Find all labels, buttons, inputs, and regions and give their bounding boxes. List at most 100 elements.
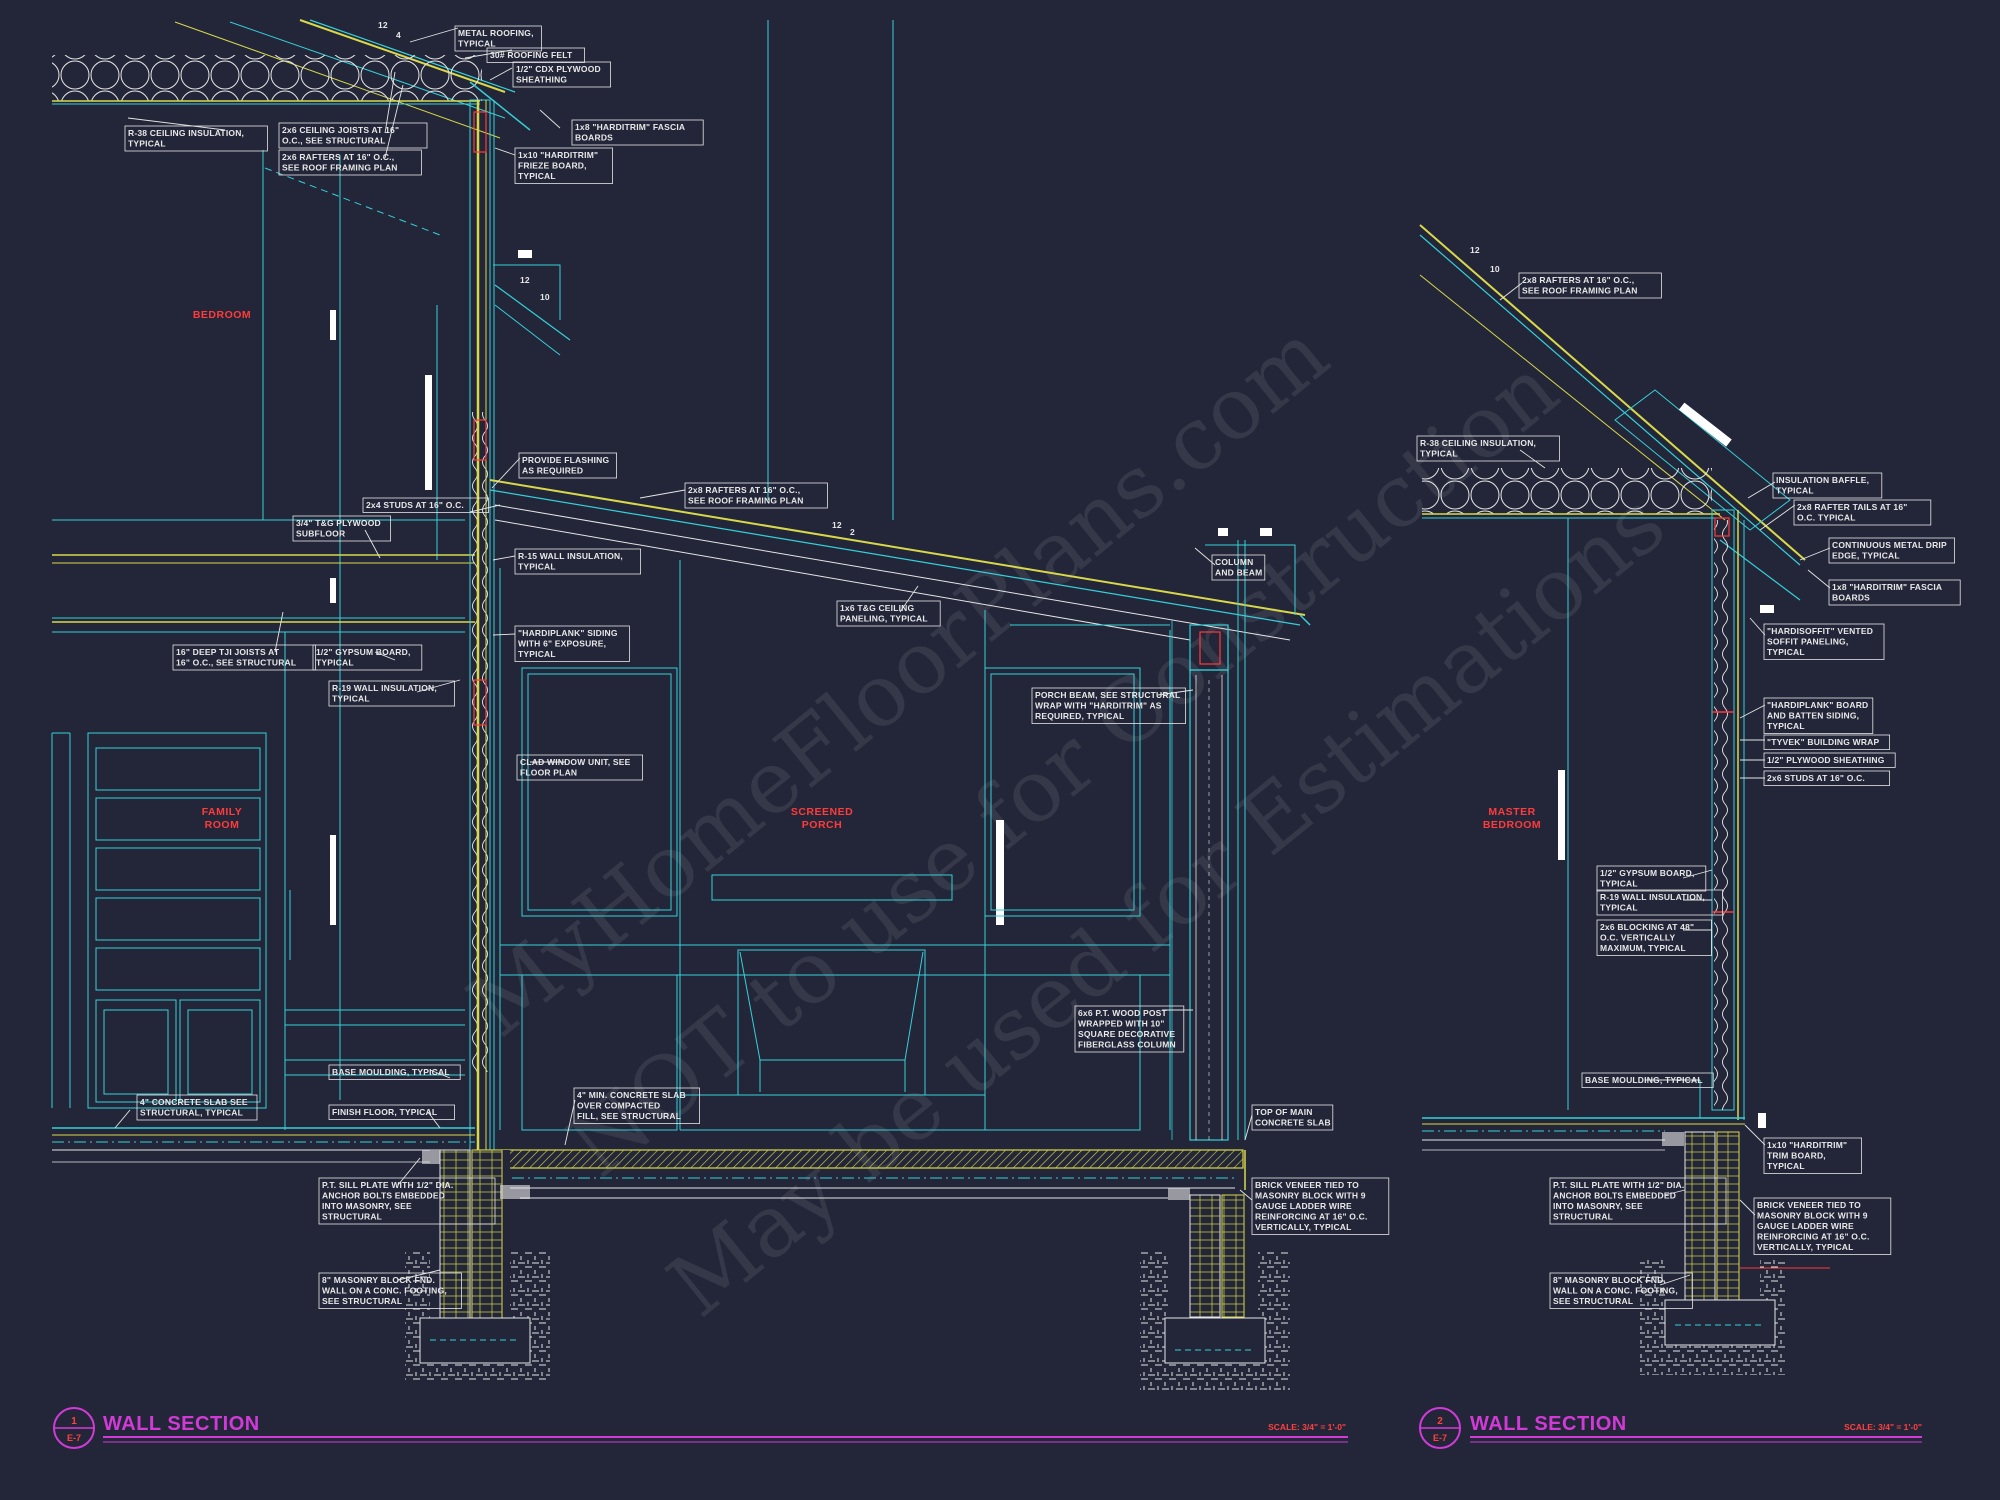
room-labels: BEDROOM FAMILY ROOM SCREENED PORCH MASTE…: [193, 309, 1541, 831]
section-1-note-masonry-block: 8" MASONRY BLOCK FND.WALL ON A CONC. FOO…: [318, 1272, 462, 1309]
note-text-line: 1x8 "HARDITRIM" FASCIA: [575, 122, 685, 132]
note-text-line: WITH 6" EXPOSURE,: [518, 639, 606, 649]
section-2-note-masonry-block: 8" MASONRY BLOCK FND.WALL ON A CONC. FOO…: [1549, 1272, 1693, 1309]
note-box: [512, 61, 611, 88]
note-text-line: AND BATTEN SIDING,: [1767, 711, 1859, 721]
note-box: [486, 47, 585, 63]
note-text-line: BASE MOULDING, TYPICAL: [332, 1067, 450, 1077]
note-text-line: TYPICAL: [1776, 486, 1814, 496]
note-box: [1211, 554, 1266, 581]
interior-walls: [52, 150, 465, 1130]
note-text-line: TYPICAL: [316, 658, 354, 668]
title-block-1: 1 E-7 WALL SECTION SCALE: 3/4" = 1'-0": [53, 1407, 1348, 1449]
note-text-line: O.C. VERTICALLY: [1600, 933, 1676, 943]
exterior-wall-1: [469, 99, 495, 1161]
note-text-line: METAL ROOFING,: [458, 28, 534, 38]
note-text-line: 2x6 BLOCKING AT 48": [1600, 922, 1694, 932]
section-1-note-roofing-felt: 30# ROOFING FELT: [486, 47, 585, 63]
section-2-note-plywood: 1/2" PLYWOOD SHEATHING: [1763, 752, 1896, 768]
section-2-note-baffle: INSULATION BAFFLE,TYPICAL: [1772, 472, 1883, 499]
porch-rise: 2: [850, 527, 855, 537]
note-box: [318, 1272, 462, 1309]
note-box: [1828, 579, 1961, 606]
section-2-note-r19: R-19 WALL INSULATION,TYPICAL: [1596, 889, 1723, 916]
slope-labels: 12 4 12 10 12 2 12 10: [378, 20, 1500, 537]
note-text-line: GAUGE LADDER WIRE: [1255, 1201, 1352, 1211]
note-text-line: FLOOR PLAN: [520, 768, 577, 778]
section-2-note-sill-plate: P.T. SILL PLATE WITH 1/2" DIA.ANCHOR BOL…: [1549, 1177, 1727, 1225]
note-text-line: TYPICAL: [1767, 1161, 1805, 1171]
note-text-line: REQUIRED, TYPICAL: [1035, 711, 1124, 721]
room-label-master-1: MASTER: [1488, 806, 1535, 818]
note-text-line: SEE STRUCTURAL: [322, 1296, 402, 1306]
section-1-note-porch-rafters: 2x8 RAFTERS AT 16" O.C.,SEE ROOF FRAMING…: [684, 482, 828, 509]
note-box: [1251, 1177, 1390, 1235]
note-box: [1031, 687, 1187, 724]
note-text-line: AND BEAM: [1215, 568, 1262, 578]
note-text-line: ANCHOR BOLTS EMBEDDED: [322, 1191, 445, 1201]
note-text-line: TYPICAL: [1600, 879, 1638, 889]
note-text-line: SEE ROOF FRAMING PLAN: [688, 496, 804, 506]
note-text-line: 1/2" CDX PLYWOOD: [516, 64, 601, 74]
porch-slab: [474, 1149, 1246, 1315]
room-label-bedroom: BEDROOM: [193, 309, 251, 321]
gable-rise: 10: [540, 292, 550, 302]
note-text-line: 3/4" T&G PLYWOOD: [296, 518, 381, 528]
section-1-note-finish-floor: FINISH FLOOR, TYPICAL: [328, 1104, 455, 1120]
note-box: [1581, 1072, 1714, 1088]
note-box: [1763, 623, 1885, 660]
note-text-line: OVER COMPACTED: [577, 1101, 660, 1111]
section-2-note-rafter-tails: 2x8 RAFTER TAILS AT 16"O.C. TYPICAL: [1793, 499, 1932, 526]
note-text-line: FINISH FLOOR, TYPICAL: [332, 1107, 437, 1117]
note-text-line: R-38 CEILING INSULATION,: [128, 128, 244, 138]
room-label-porch-2: PORCH: [802, 819, 842, 831]
note-text-line: GAUGE LADDER WIRE: [1757, 1221, 1854, 1231]
note-text-line: TYPICAL: [1767, 721, 1805, 731]
leaders-section-1: [114, 27, 1253, 1281]
roof-2: [1419, 224, 1806, 1110]
section-1-note-frieze: 1x10 "HARDITRIM"FRIEZE BOARD,TYPICAL: [514, 147, 613, 184]
note-text-line: WRAPPED WITH 10": [1078, 1019, 1165, 1029]
section-1-note-metal-roofing: METAL ROOFING,TYPICAL: [454, 25, 542, 52]
note-box: [278, 149, 422, 176]
section-2-note-blocking: 2x6 BLOCKING AT 48"O.C. VERTICALLYMAXIMU…: [1596, 919, 1712, 956]
note-text-line: INSULATION BAFFLE,: [1776, 475, 1869, 485]
note-text-line: 1x10 "HARDITRIM": [1767, 1140, 1847, 1150]
note-text-line: BOARDS: [1832, 593, 1870, 603]
room-label-family-2: ROOM: [205, 819, 240, 831]
note-text-line: ANCHOR BOLTS EMBEDDED: [1553, 1191, 1676, 1201]
detail-number-1: 1: [71, 1416, 77, 1427]
note-text-line: MASONRY BLOCK WITH 9: [1757, 1211, 1868, 1221]
note-text-line: TYPICAL: [458, 39, 496, 49]
note-text-line: BRICK VENEER TIED TO: [1255, 1180, 1359, 1190]
note-text-line: TYPICAL: [518, 562, 556, 572]
note-box: [1763, 752, 1896, 768]
note-box: [571, 119, 704, 146]
note-text-line: O.C. TYPICAL: [1797, 513, 1856, 523]
foundation-left: [405, 1149, 550, 1380]
room-label-porch-1: SCREENED: [791, 806, 853, 818]
main-roof-run: 12: [378, 20, 388, 30]
note-text-line: "HARDISOFFIT" VENTED: [1767, 626, 1873, 636]
note-text-line: 1/2" GYPSUM BOARD,: [1600, 868, 1695, 878]
note-text-line: P.T. SILL PLATE WITH 1/2" DIA.: [1553, 1180, 1684, 1190]
note-text-line: SOFFIT PANELING,: [1767, 637, 1848, 647]
note-box: [362, 497, 489, 513]
note-box: [1793, 499, 1932, 526]
note-text-line: AS REQUIRED: [522, 466, 583, 476]
note-text-line: SUBFLOOR: [296, 529, 345, 539]
note-text-line: TYPICAL: [1420, 449, 1458, 459]
wall-markers: [330, 250, 1272, 925]
section-2-note-base-moulding: BASE MOULDING, TYPICAL: [1581, 1072, 1714, 1088]
note-text-line: WALL ON A CONC. FOOTING,: [322, 1286, 447, 1296]
section-1-drawing: [51, 19, 1311, 1390]
note-box: [1763, 734, 1890, 750]
